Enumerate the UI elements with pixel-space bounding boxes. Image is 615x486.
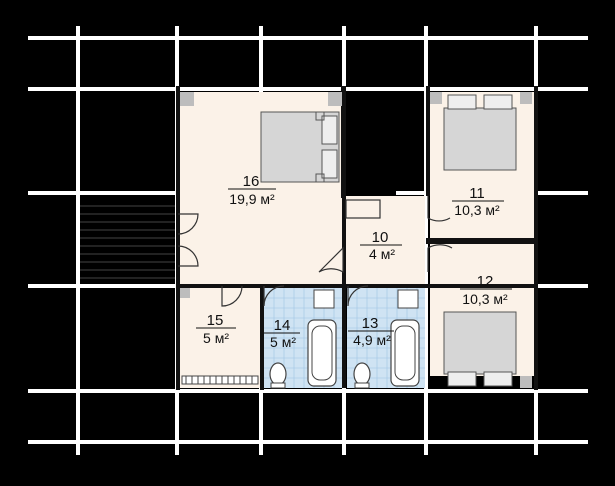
door-12: [427, 244, 453, 272]
room-16-floor-lower: [180, 196, 344, 284]
room-16-area: 19,9 м²: [229, 191, 275, 207]
corridor-void: [344, 92, 396, 196]
room-label-12: 12 10,3 м²: [460, 273, 512, 307]
toilet-room-13: [353, 362, 371, 389]
corner-posts: [180, 92, 532, 388]
staircase: [80, 198, 175, 284]
bathtub-room-14: [307, 319, 337, 387]
room-14-area: 5 м²: [270, 334, 296, 350]
room-label-14: 14 5 м²: [264, 317, 300, 350]
room-label-11: 11 10,3 м²: [452, 185, 504, 218]
door-13: [347, 285, 369, 307]
door-15: [221, 285, 243, 307]
toilet-room-14: [269, 362, 287, 389]
door-16-stair-b: [177, 245, 199, 267]
room-12-area: 10,3 м²: [462, 291, 508, 307]
room-label-15: 15 5 м²: [196, 312, 236, 346]
bathtub-room-13: [390, 319, 420, 387]
room-13-number: 13: [362, 315, 379, 332]
doors: [177, 196, 453, 307]
room-label-16: 16 19,9 м²: [228, 173, 276, 207]
room-15-number: 15: [207, 312, 224, 329]
door-10-left: [318, 246, 344, 274]
sink-room-14: [313, 289, 335, 309]
room-14-number: 14: [274, 317, 291, 334]
room-labels: 16 19,9 м² 11 10,3 м² 10 4 м² 12 10,3 м²…: [196, 173, 512, 350]
room-10-area: 4 м²: [369, 246, 395, 262]
door-16-stair-a: [177, 213, 199, 235]
stair-top-box: [345, 199, 381, 219]
room-15-floor: [180, 288, 260, 388]
double-bed-room-16: [260, 111, 340, 183]
radiator-room-15: [181, 375, 259, 385]
room-12-number: 12: [477, 273, 494, 290]
sink-room-13: [397, 289, 419, 309]
room-16-number: 16: [243, 173, 260, 190]
room-11-area: 10,3 м²: [454, 202, 500, 218]
door-11: [427, 196, 451, 222]
room-label-10: 10 4 м²: [360, 229, 402, 262]
double-bed-room-12: [443, 311, 517, 387]
door-14: [263, 285, 285, 307]
walls: [176, 86, 538, 390]
room-13-area: 4,9 м²: [353, 332, 391, 348]
room-11-number: 11: [469, 185, 485, 202]
room-label-13: 13 4,9 м²: [348, 315, 394, 348]
room-15-area: 5 м²: [203, 330, 229, 346]
double-bed-room-11: [443, 94, 517, 171]
room-10-number: 10: [372, 229, 389, 246]
